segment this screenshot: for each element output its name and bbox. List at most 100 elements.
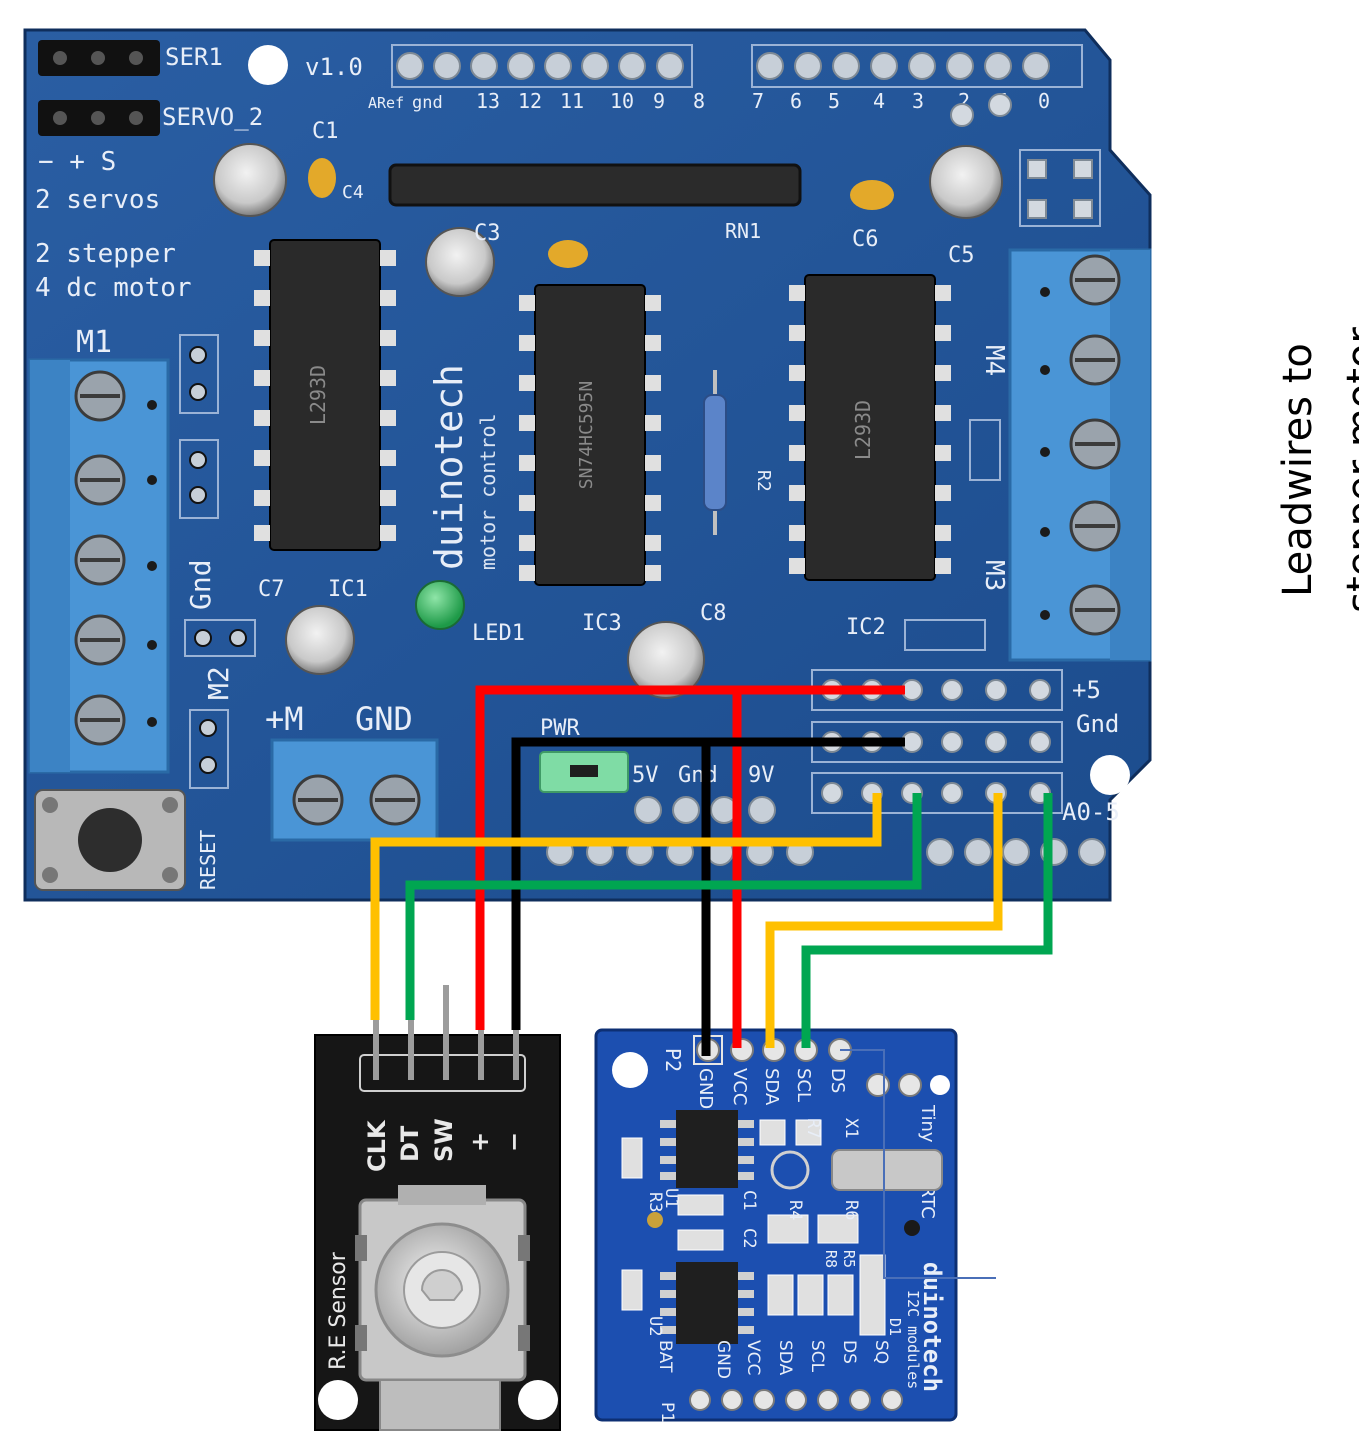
label-servo2: SERVO_2 [162, 103, 263, 131]
label-gnd-right: Gnd [1076, 710, 1119, 738]
label-stepper: 2 stepper [35, 239, 176, 269]
rtc-label-rtc: RTC [917, 1185, 938, 1219]
jumper-pads [179, 334, 256, 789]
corner-pads [904, 93, 1101, 651]
rtc-label-r3: R3 [645, 1192, 665, 1212]
ic2-marking: L293D [851, 400, 875, 460]
rtc-bottom-pin-vcc: VCC [743, 1340, 763, 1375]
label-rn1: RN1 [725, 219, 761, 243]
pin-label: 6 [790, 89, 802, 113]
label-servos: 2 servos [35, 185, 160, 215]
rtc-label-p2: P2 [661, 1048, 685, 1072]
rtc-label-c1: C1 [739, 1190, 759, 1210]
label-ic2: IC2 [846, 615, 886, 640]
ic2-chip: L293D [789, 274, 951, 581]
wire-overlay [370, 685, 1053, 1056]
reset-button [34, 789, 186, 891]
label-m2: M2 [202, 666, 235, 700]
pin-label: 4 [873, 89, 885, 113]
label-led1: LED1 [472, 621, 525, 646]
rtc-brand: duinotech [918, 1262, 946, 1392]
label-m3: M3 [979, 560, 1009, 591]
rtc-bottom-pin-sda: SDA [775, 1340, 795, 1376]
label-c3: C3 [474, 221, 501, 246]
label-m1: M1 [76, 325, 112, 360]
rtc-i2c: I2C modules [904, 1290, 922, 1389]
rtc-bottom-pin-bat: BAT [655, 1340, 675, 1373]
label-gnd-vertical: Gnd [184, 559, 217, 610]
label-dc-motor: 4 dc motor [35, 273, 192, 303]
resistor-r2 [703, 370, 727, 535]
rtc-label-tiny: Tiny [917, 1104, 938, 1143]
label-c7: C7 [258, 577, 285, 602]
rtc-top-pin-sda: SDA [761, 1068, 782, 1106]
encoder-body [355, 1185, 530, 1431]
rotary-encoder-module: CLK DT SW + − R.E Sensor [314, 985, 561, 1431]
ic3-chip: SN74HC595N [519, 284, 661, 586]
rtc-label-r4: R4 [785, 1200, 805, 1220]
power-terminal [270, 738, 439, 842]
label-ic1: IC1 [328, 577, 368, 602]
pin-label: 9 [653, 89, 665, 113]
ic3-marking: SN74HC595N [576, 381, 597, 489]
rtc-label-p1: P1 [657, 1402, 677, 1422]
shield-brand-sub: motor control [476, 413, 500, 570]
pin-label: 3 [912, 89, 924, 113]
label-9v: 9V [748, 763, 775, 788]
rtc-label-d1: D1 [886, 1318, 904, 1336]
rtc-smd-parts [621, 1119, 886, 1336]
ic1-chip: L293D [254, 239, 396, 551]
wire-black-gnd [511, 737, 905, 1030]
rtc-bottom-pin-scl: SCL [807, 1340, 827, 1373]
rtc-top-pin-scl: SCL [793, 1068, 814, 1102]
label-c8: C8 [700, 601, 727, 626]
led1 [415, 580, 465, 630]
encoder-pin-sw: SW [430, 1118, 458, 1162]
caption-line-2: stepper motor [1339, 327, 1359, 613]
terminal-m1-m2 [28, 358, 170, 774]
pin-label: 8 [693, 89, 705, 113]
rtc-chip-u2 [660, 1262, 754, 1344]
rtc-bottom-pin-sq: SQ [871, 1340, 891, 1364]
label-5v: 5V [632, 763, 659, 788]
wire-green-scl [801, 793, 1053, 1048]
pin-label: gnd [412, 93, 443, 113]
rtc-label-r8: R8 [822, 1250, 840, 1268]
label-version: v1.0 [305, 53, 363, 81]
label-servo-pins: − + S [38, 147, 116, 177]
rtc-label-r5: R5 [840, 1250, 858, 1268]
rtc-bottom-pin-ds: DS [839, 1340, 859, 1364]
label-gnd-power: Gnd [678, 763, 718, 788]
pin-label: 11 [560, 89, 584, 113]
wire-green-dt [405, 793, 922, 1020]
mount-hole [248, 45, 288, 85]
pin-label: 5 [828, 89, 840, 113]
label-c1: C1 [312, 119, 339, 144]
label-pwr: PWR [540, 716, 580, 741]
rtc-label-x1: X1 [841, 1118, 861, 1138]
shield-brand: duinotech [427, 364, 471, 570]
motor-shield: SER1 SERVO_2 v1.0 − + S 2 servos 2 stepp… [23, 28, 1152, 902]
label-ser1: SER1 [165, 43, 223, 71]
encoder-label: R.E Sensor [326, 1251, 351, 1370]
label-c5: C5 [948, 243, 975, 268]
rtc-label-u2: U2 [645, 1316, 665, 1336]
label-plus-m: +M [265, 700, 304, 738]
rtc-crystal [770, 1149, 943, 1191]
rtc-top-pin-vcc: VCC [729, 1068, 750, 1105]
pointer-line [840, 1049, 996, 1279]
encoder-pin-plus: + [466, 1132, 494, 1152]
label-reset: RESET [196, 830, 220, 890]
rtc-module: P2 GND VCC SDA SCL DS Tiny RTC [594, 1028, 996, 1422]
wire-yellow-clk [370, 793, 882, 1020]
stepper-motor-caption: Leadwires to stepper motor [1266, 327, 1359, 613]
rtc-label-r6: R6 [841, 1200, 861, 1220]
rtc-label-r7: R7 [803, 1118, 823, 1138]
pin-label: 13 [476, 89, 500, 113]
pin-label: 7 [752, 89, 764, 113]
label-gnd: GND [355, 700, 413, 738]
wire-yellow-sda [765, 793, 1003, 1048]
terminal-m3-m4 [1008, 248, 1152, 662]
label-c6: C6 [852, 227, 879, 252]
